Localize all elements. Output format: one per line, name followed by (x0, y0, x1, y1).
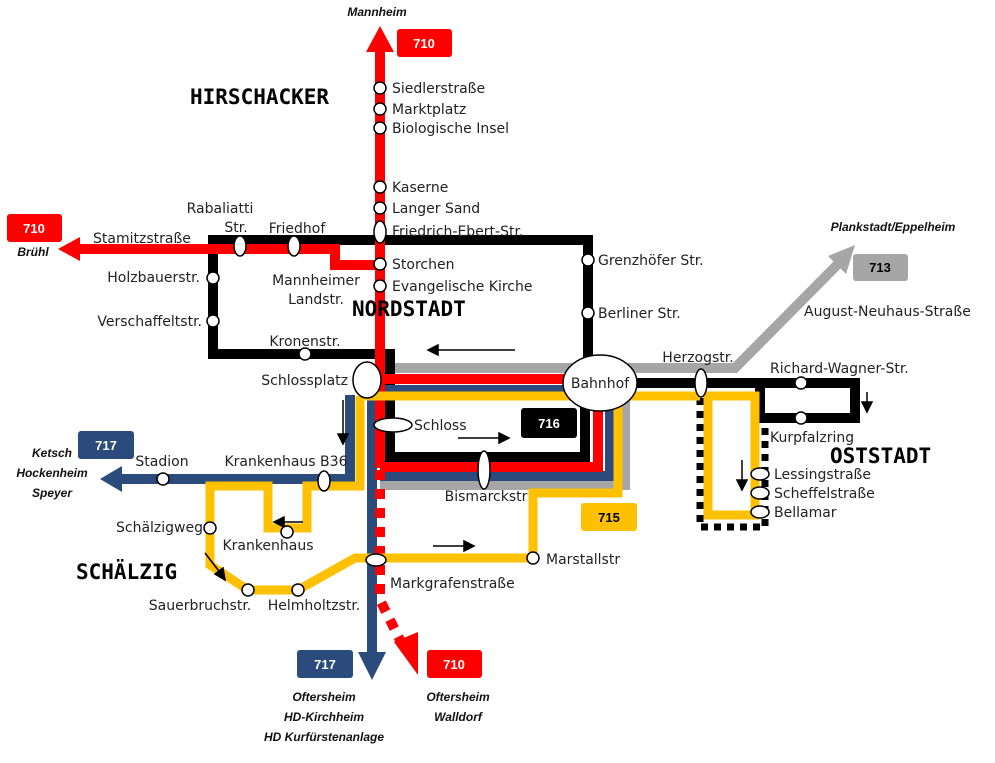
svg-text:Langer Sand: Langer Sand (392, 201, 480, 217)
svg-text:Kronenstr.: Kronenstr. (269, 334, 340, 350)
svg-text:Marktplatz: Marktplatz (392, 102, 466, 118)
badge-717-south: 717 (297, 650, 353, 678)
svg-text:Holzbauerstr.: Holzbauerstr. (107, 270, 200, 286)
svg-text:Schloss: Schloss (414, 418, 467, 434)
badge-710-west: 710 (7, 214, 62, 242)
svg-text:Sauerbruchstr.: Sauerbruchstr. (149, 598, 252, 614)
svg-text:Mannheimer: Mannheimer (272, 273, 360, 289)
badge-716: 716 (521, 408, 577, 438)
svg-text:Storchen: Storchen (392, 257, 454, 273)
svg-text:Mannheim: Mannheim (347, 5, 407, 19)
svg-text:710: 710 (23, 221, 45, 236)
svg-text:Marstallstr: Marstallstr (546, 552, 620, 568)
svg-text:Biologische Insel: Biologische Insel (392, 121, 509, 137)
svg-text:Richard-Wagner-Str.: Richard-Wagner-Str. (770, 361, 909, 377)
badge-715: 715 (581, 503, 637, 531)
svg-text:Ketsch: Ketsch (32, 446, 72, 460)
district-schaelzig: SCHÄLZIG (76, 559, 177, 584)
line-710 (75, 50, 603, 472)
svg-text:Evangelische Kirche: Evangelische Kirche (392, 279, 533, 295)
svg-text:HD-Kirchheim: HD-Kirchheim (284, 710, 364, 724)
svg-text:Oftersheim: Oftersheim (292, 690, 356, 704)
arrow-717-south-icon (358, 652, 386, 680)
svg-text:Hockenheim: Hockenheim (16, 466, 88, 480)
line-713 (380, 258, 844, 490)
line-717 (120, 385, 615, 655)
svg-text:717: 717 (95, 438, 117, 453)
svg-text:Bellamar: Bellamar (774, 505, 837, 521)
svg-text:Schälzigweg: Schälzigweg (116, 520, 203, 536)
svg-text:Krankenhaus B36: Krankenhaus B36 (225, 454, 348, 470)
svg-text:HD Kurfürstenanlage: HD Kurfürstenanlage (264, 730, 384, 744)
badge-710-north: 710 (397, 29, 452, 57)
svg-text:Stadion: Stadion (135, 454, 188, 470)
svg-text:Kurpfalzring: Kurpfalzring (770, 430, 854, 446)
svg-text:Friedrich-Ebert-Str.: Friedrich-Ebert-Str. (392, 224, 523, 240)
stop-schlossplatz (352, 361, 382, 399)
stop-bahnhof (562, 354, 638, 412)
svg-text:Bahnhof: Bahnhof (571, 376, 630, 392)
svg-text:Schlossplatz: Schlossplatz (261, 373, 348, 389)
svg-text:Stamitzstraße: Stamitzstraße (93, 231, 191, 247)
svg-text:Herzogstr.: Herzogstr. (662, 350, 733, 366)
svg-text:Brühl: Brühl (17, 245, 49, 259)
station-labels: Siedlerstraße Marktplatz Biologische Ins… (93, 81, 971, 614)
svg-text:Landstr.: Landstr. (288, 292, 344, 308)
svg-text:710: 710 (413, 36, 435, 51)
arrow-717-west-icon (100, 466, 122, 492)
svg-text:715: 715 (598, 510, 620, 525)
svg-text:Krankenhaus: Krankenhaus (222, 538, 313, 554)
arrow-710-south-icon (394, 632, 418, 675)
arrow-713-icon (828, 245, 855, 274)
svg-text:Rabaliatti: Rabaliatti (187, 201, 254, 217)
svg-text:Plankstadt/Eppelheim: Plankstadt/Eppelheim (831, 220, 956, 234)
svg-text:Verschaffeltstr.: Verschaffeltstr. (97, 314, 202, 330)
badge-710-south: 710 (427, 650, 482, 678)
badge-717-west: 717 (78, 431, 134, 459)
district-hirschacker: HIRSCHACKER (190, 85, 329, 109)
district-oststadt: OSTSTADT (830, 444, 931, 468)
arrow-710-west-icon (58, 237, 80, 261)
svg-text:717: 717 (314, 657, 336, 672)
arrow-710-north-icon (366, 26, 394, 52)
stops (156, 81, 808, 597)
svg-text:Scheffelstraße: Scheffelstraße (774, 486, 875, 502)
badge-713: 713 (853, 254, 908, 281)
svg-text:Friedhof: Friedhof (269, 221, 327, 237)
svg-text:Lessingstraße: Lessingstraße (774, 467, 871, 483)
svg-text:Markgrafenstraße: Markgrafenstraße (390, 576, 515, 592)
direction-arrows (204, 343, 874, 582)
svg-text:Berliner Str.: Berliner Str. (598, 306, 681, 322)
svg-text:713: 713 (869, 260, 891, 275)
svg-text:710: 710 (443, 657, 465, 672)
line-710-dashed (375, 470, 410, 653)
svg-text:Str.: Str. (224, 220, 247, 236)
line-716 (208, 235, 860, 462)
svg-text:August-Neuhaus-Straße: August-Neuhaus-Straße (804, 304, 971, 320)
svg-text:Oftersheim: Oftersheim (426, 690, 490, 704)
svg-text:Bismarckstr: Bismarckstr (445, 489, 528, 505)
destinations: Mannheim Brühl Plankstadt/Eppelheim Kets… (16, 5, 955, 744)
svg-text:Grenzhöfer Str.: Grenzhöfer Str. (598, 253, 704, 269)
svg-text:Kaserne: Kaserne (392, 180, 448, 196)
svg-text:Walldorf: Walldorf (434, 710, 483, 724)
svg-text:Helmholtzstr.: Helmholtzstr. (268, 598, 361, 614)
svg-text:Siedlerstraße: Siedlerstraße (392, 81, 485, 97)
svg-text:716: 716 (538, 416, 560, 431)
svg-text:Speyer: Speyer (32, 486, 73, 500)
district-nordstadt: NORDSTADT (352, 297, 466, 321)
